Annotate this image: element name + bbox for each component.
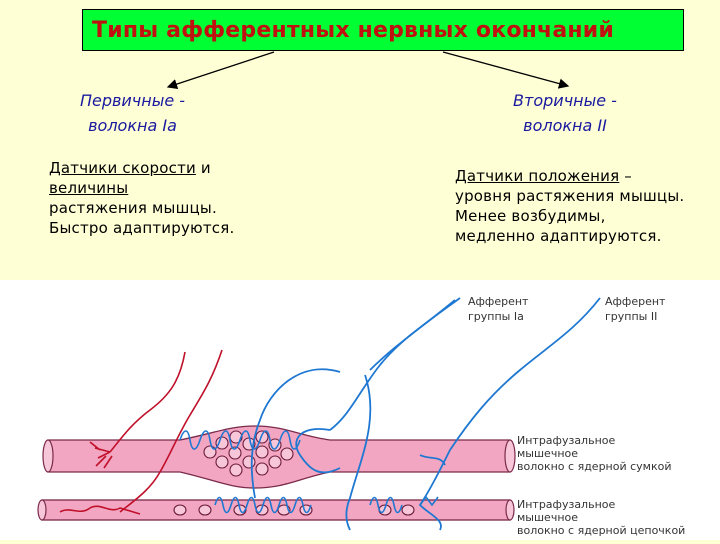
secondary-heading: Вторичные - волокна II (470, 88, 660, 138)
primary-description: Датчики скорости и величины растяжения м… (49, 158, 259, 238)
primary-desc-underlined-2: величины (49, 179, 129, 197)
chain-fiber-left-end (37, 499, 47, 521)
flower-spray-ending-chain (369, 495, 439, 514)
bag-fiber-label-line2: мышечное (517, 447, 578, 460)
secondary-description: Датчики положения – уровня растяжения мы… (455, 166, 717, 246)
arrow-left (166, 51, 275, 90)
chain-fiber-label-line1: Интрафузальное (517, 498, 615, 511)
secondary-heading-line2: волокна II (523, 116, 607, 135)
title-box: Типы афферентных нервных окончаний (82, 9, 684, 51)
bag-fiber-label-line3: волокно с ядерной сумкой (517, 460, 672, 473)
primary-desc-text-1: и (195, 159, 211, 177)
afferent-ii-label-line2: группы II (605, 310, 657, 323)
annulospiral-ending-bag (179, 430, 301, 450)
bag-fiber-label-line1: Интрафузальное (517, 434, 615, 447)
primary-desc-underlined-1: Датчики скорости (49, 159, 196, 177)
afferent-fibers (250, 297, 601, 531)
primary-desc-line4: Быстро адаптируются. (49, 219, 235, 237)
chain-fiber-label-line2: мышечное (517, 511, 578, 524)
efferent-fibers (59, 349, 223, 515)
heading-arrows (166, 51, 570, 90)
primary-heading: Первичные - волокна Ia (40, 88, 225, 138)
page-title: Типы афферентных нервных окончаний (92, 17, 615, 43)
primary-desc-line3: растяжения мышцы. (49, 199, 217, 217)
primary-heading-line2: волокна Ia (88, 116, 177, 135)
bag-fiber-left-end (42, 439, 54, 473)
afferent-ia-label-line1: Афферент (468, 295, 529, 308)
arrow-right (442, 51, 570, 89)
secondary-desc-line3: Менее возбудимы, (455, 207, 606, 225)
secondary-desc-line2: уровня растяжения мышцы. (455, 187, 685, 205)
secondary-heading-line1: Вторичные - (513, 91, 617, 110)
chain-fiber-right-end (505, 499, 515, 521)
chain-fiber-label-line3: волокно с ядерной цепочкой (517, 524, 685, 537)
afferent-ia-label-line2: группы Ia (468, 310, 524, 323)
secondary-desc-underlined-1: Датчики положения (455, 167, 620, 185)
muscle-spindle-figure: Афферент группы Ia Афферент группы II Ин… (0, 280, 720, 540)
afferent-ii-label-line1: Афферент (605, 295, 666, 308)
secondary-desc-text-1: – (619, 167, 632, 185)
annulospiral-ending-chain (214, 496, 312, 514)
secondary-desc-line4: медленно адаптируются. (455, 227, 662, 245)
primary-heading-line1: Первичные - (79, 91, 186, 110)
muscle-spindle-diagram: Афферент группы Ia Афферент группы II Ин… (37, 295, 685, 537)
bag-fiber-right-end (504, 439, 516, 473)
